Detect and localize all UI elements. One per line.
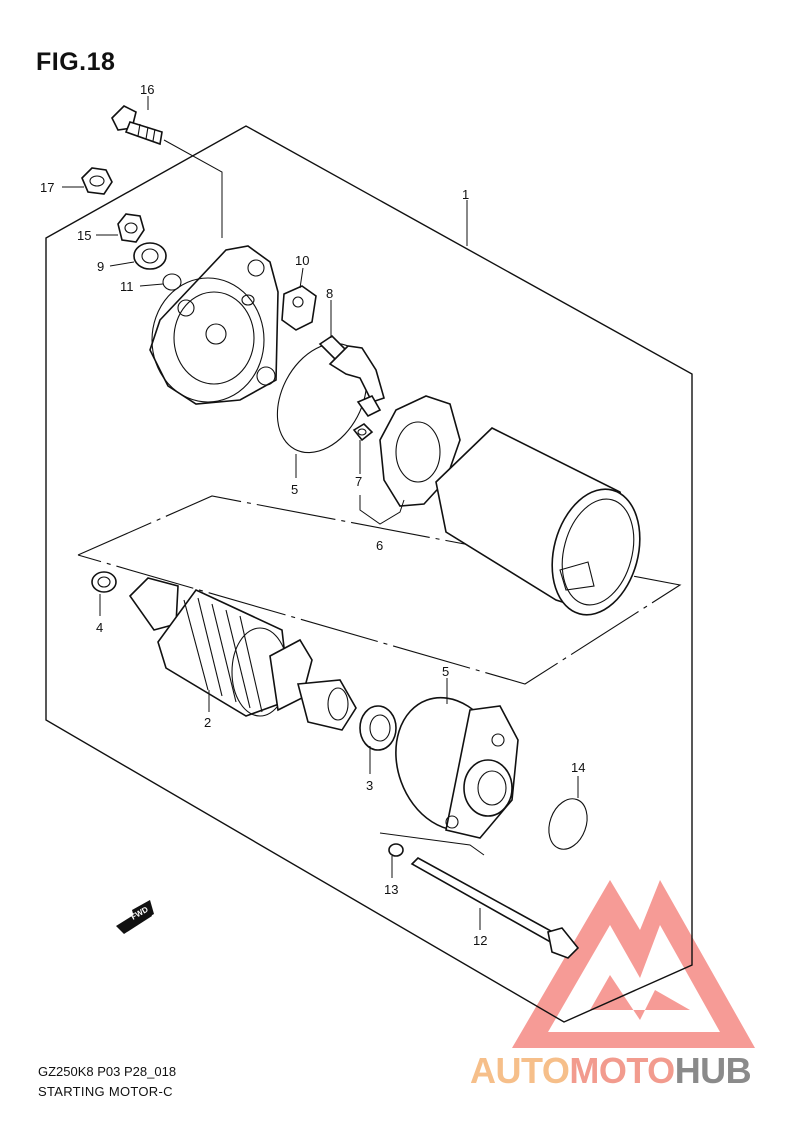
callout-16: 16 — [140, 82, 154, 97]
watermark-hub: HUB — [675, 1050, 752, 1091]
fwd-arrow-icon: FWD — [116, 900, 154, 934]
part-front-housing — [395, 696, 519, 839]
callout-11: 11 — [120, 279, 134, 294]
figure-caption: STARTING MOTOR-C — [38, 1084, 173, 1099]
callout-5-lower: 5 — [442, 664, 449, 679]
part-bolt-16 — [111, 105, 223, 238]
part-plate-10 — [281, 285, 317, 331]
watermark-logo: AUTOMOTOHUB — [470, 1050, 752, 1091]
leader-lines — [62, 96, 579, 930]
callout-6: 6 — [376, 538, 383, 553]
callout-labels: 1 2 3 4 5 5 6 7 8 9 10 11 12 13 14 15 16… — [40, 82, 585, 948]
part-washer-4 — [91, 571, 117, 593]
callout-7: 7 — [355, 474, 362, 489]
callout-8: 8 — [326, 286, 333, 301]
watermark-triangle-icon — [512, 880, 755, 1048]
part-brush-7 — [352, 422, 374, 442]
callout-1: 1 — [462, 187, 469, 202]
part-seal-3 — [359, 705, 397, 751]
callout-2: 2 — [204, 715, 211, 730]
part-oring-14 — [548, 798, 588, 850]
callout-17: 17 — [40, 180, 54, 195]
figure-title: FIG.18 — [36, 48, 116, 76]
part-washer-13 — [388, 843, 404, 857]
part-end-housing — [149, 245, 279, 405]
callout-4: 4 — [96, 620, 103, 635]
armature-group-outline — [77, 495, 682, 685]
callout-12: 12 — [473, 933, 487, 948]
part-oring-11 — [162, 273, 182, 291]
callout-14: 14 — [571, 760, 585, 775]
callout-3: 3 — [366, 778, 373, 793]
part-nut-15 — [117, 213, 145, 243]
part-long-bolt-12 — [410, 857, 580, 959]
figure-code: GZ250K8 P03 P28_018 — [38, 1064, 177, 1079]
callout-13: 13 — [384, 882, 398, 897]
part-armature-2 — [128, 577, 357, 731]
callout-5-upper: 5 — [291, 482, 298, 497]
callout-10: 10 — [295, 253, 309, 268]
part-yoke — [435, 427, 641, 616]
callout-15: 15 — [77, 228, 91, 243]
svg-text:AUTOMOTOHUB: AUTOMOTOHUB — [470, 1050, 751, 1091]
callout-9: 9 — [97, 259, 104, 274]
part-terminal-8 — [318, 334, 385, 418]
part-washer-9 — [133, 242, 167, 270]
watermark-moto: MOTO — [569, 1050, 674, 1091]
part-nut-17 — [81, 167, 113, 195]
assembly-outline — [45, 125, 693, 1023]
watermark-auto: AUTO — [470, 1050, 569, 1091]
